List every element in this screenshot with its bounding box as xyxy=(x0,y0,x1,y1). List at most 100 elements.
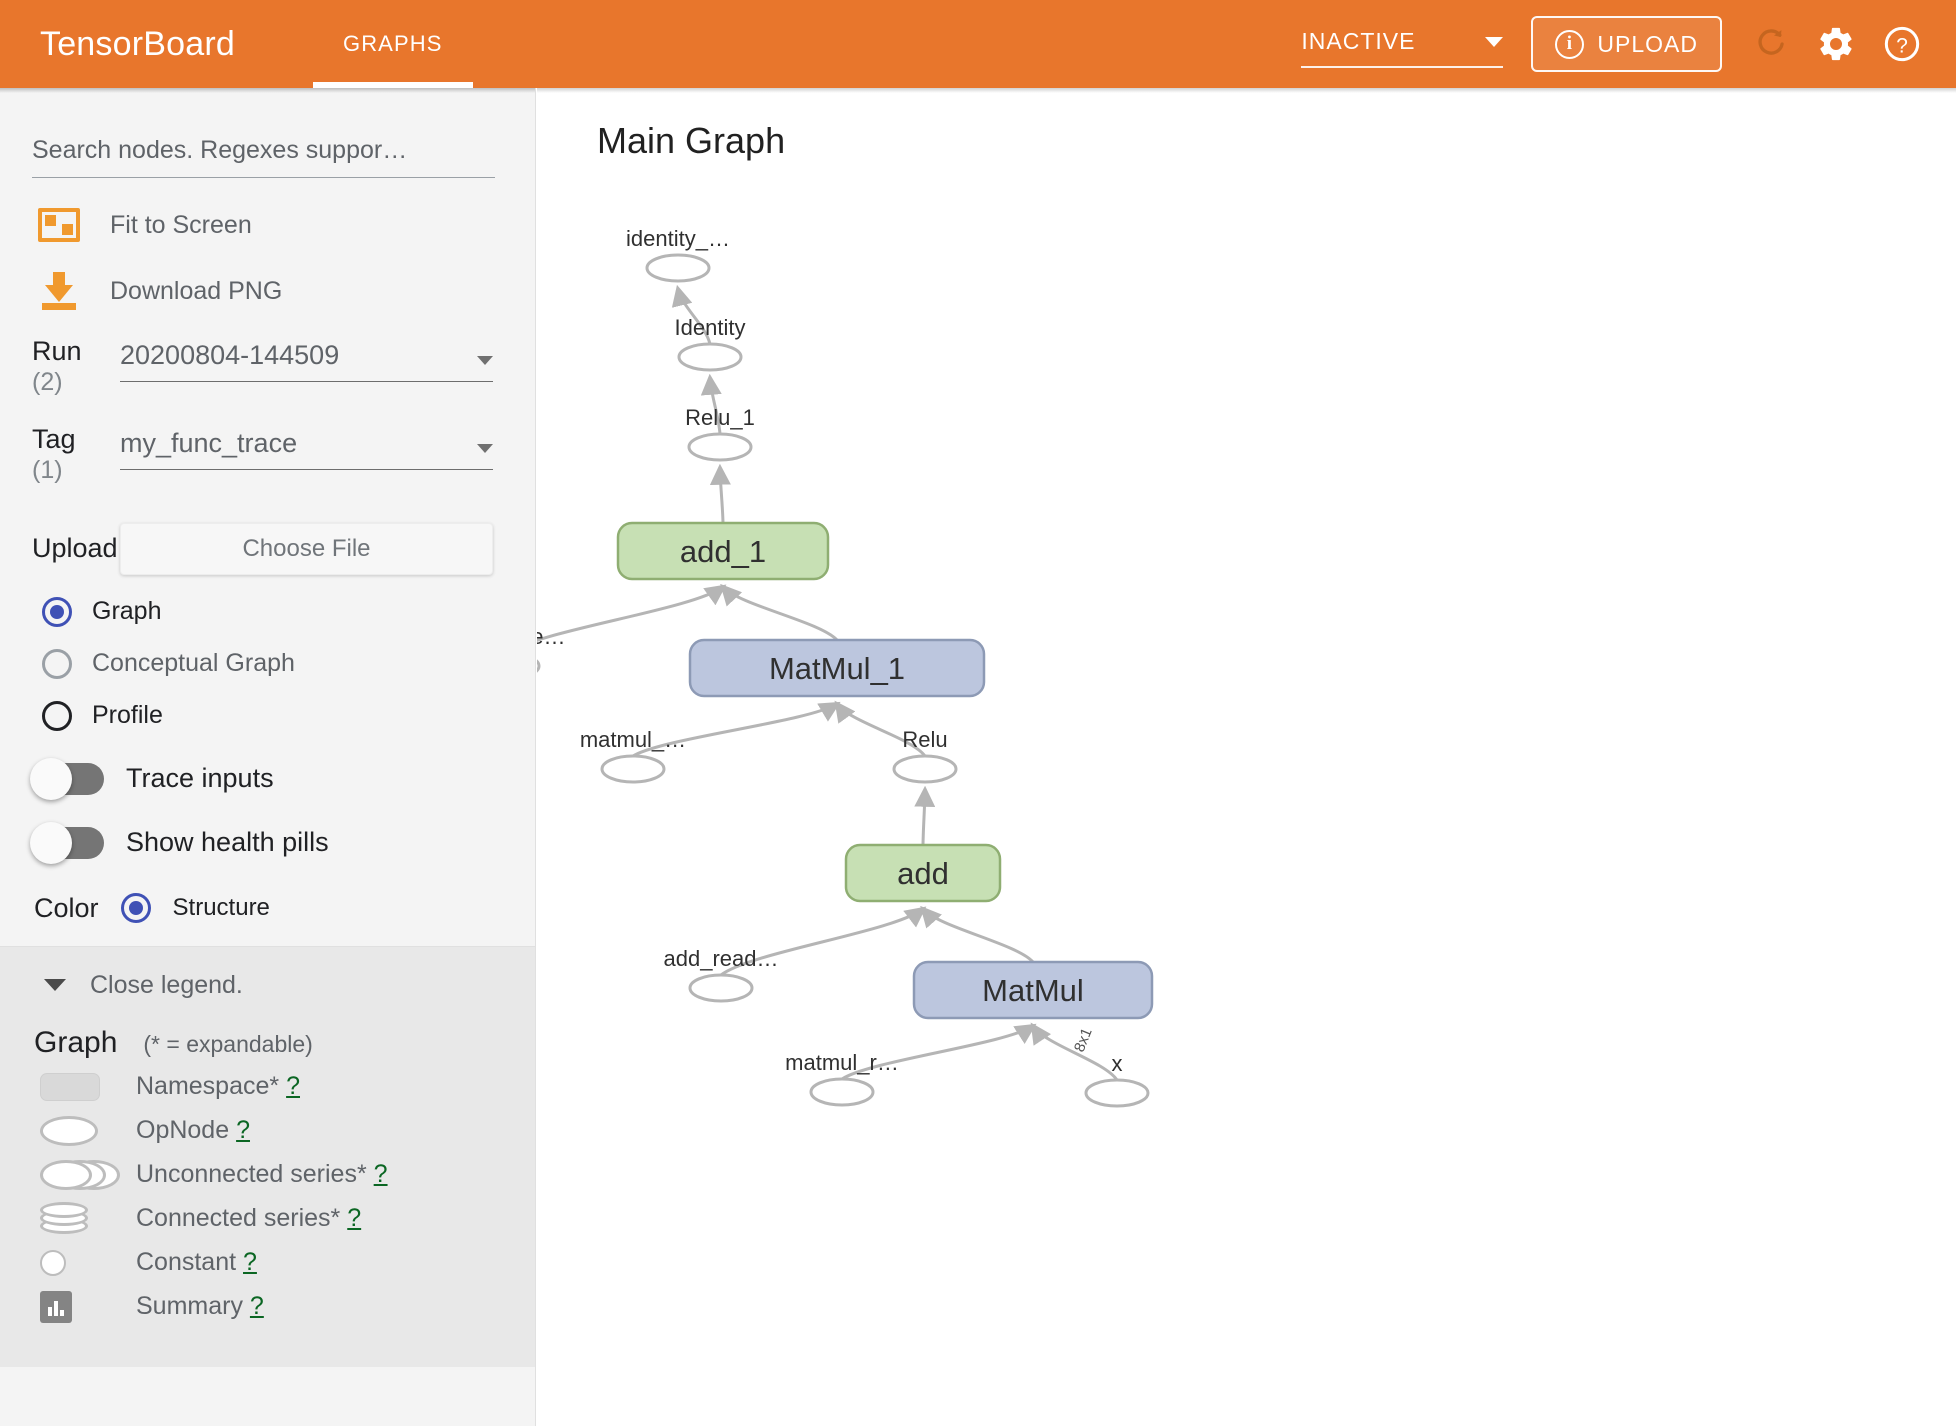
graph-edge xyxy=(709,463,731,524)
node-label: add_read… xyxy=(664,946,779,971)
legend-help-connected-series[interactable]: ? xyxy=(347,1204,362,1233)
graph-node-Relu_1[interactable]: Relu_1 xyxy=(685,405,755,462)
node-label: MatMul_1 xyxy=(769,651,905,686)
fit-to-screen-button[interactable]: Fit to Screen xyxy=(38,208,535,242)
help-icon[interactable]: ? xyxy=(1882,24,1922,64)
graph-node-add_1_re[interactable]: add_1_re… xyxy=(537,624,565,679)
toggle-show-health-pills-switch[interactable] xyxy=(30,821,104,864)
run-label: Run xyxy=(32,336,82,366)
run-dropdown[interactable]: 20200804-144509 xyxy=(120,340,493,382)
node-shape xyxy=(645,253,711,283)
download-png-label: Download PNG xyxy=(110,276,283,305)
gear-icon[interactable] xyxy=(1816,24,1856,64)
toggle-show-health-pills-label: Show health pills xyxy=(126,827,329,858)
tag-field: Tag (1) my_func_trace xyxy=(32,424,535,486)
legend-help-summary[interactable]: ? xyxy=(249,1292,264,1321)
app-brand: TensorBoard xyxy=(40,24,235,63)
legend-help-namespace[interactable]: ? xyxy=(286,1072,300,1101)
download-png-button[interactable]: Download PNG xyxy=(38,272,535,310)
legend-panel: Close legend. Graph (* = expandable) Nam… xyxy=(0,946,535,1367)
graph-node-add[interactable]: add xyxy=(844,843,1002,903)
sidebar-top-shadow xyxy=(0,88,535,93)
summary-icon xyxy=(40,1290,136,1323)
upload-button[interactable]: i UPLOAD xyxy=(1531,16,1722,72)
node-label: add xyxy=(897,856,949,891)
legend-item-constant: Constant ? xyxy=(34,1246,535,1280)
legend-hint: (* = expandable) xyxy=(143,1030,313,1057)
graph-edge xyxy=(834,700,927,757)
status-dropdown[interactable]: INACTIVE xyxy=(1301,28,1504,68)
graph-edge xyxy=(920,905,1035,964)
legend-label-constant: Constant xyxy=(136,1248,237,1277)
sidebar-divider xyxy=(0,945,535,947)
canvas-top-shadow xyxy=(537,88,1956,93)
node-label: Identity xyxy=(675,315,746,340)
radio-graph-icon xyxy=(42,596,72,627)
run-field: Run (2) 20200804-144509 xyxy=(32,336,535,398)
tag-dropdown[interactable]: my_func_trace xyxy=(120,428,493,471)
legend-help-opnode[interactable]: ? xyxy=(236,1116,250,1145)
legend-label-summary: Summary xyxy=(136,1292,243,1321)
opnode-icon xyxy=(40,1115,136,1146)
toggle-trace-inputs-label: Trace inputs xyxy=(126,763,274,794)
node-shape xyxy=(809,1077,875,1107)
fit-to-screen-icon xyxy=(38,208,80,242)
graph-edge xyxy=(720,583,839,642)
graph-edges: 8x1 xyxy=(537,284,1119,1081)
legend-item-summary: Summary ? xyxy=(34,1290,535,1324)
refresh-icon[interactable] xyxy=(1752,25,1790,63)
radio-profile[interactable]: Profile xyxy=(42,700,535,731)
graph-node-add_1[interactable]: add_1 xyxy=(616,521,830,581)
legend-label-connected-series: Connected series* xyxy=(136,1204,341,1233)
graph-edge xyxy=(700,373,722,435)
node-shape xyxy=(677,342,743,372)
graph-node-matmul_[interactable]: matmul_… xyxy=(580,727,686,784)
graph-node-Identity[interactable]: Identity xyxy=(675,315,746,372)
choose-file-button[interactable]: Choose File xyxy=(120,522,493,575)
upload-label: Upload xyxy=(32,533,118,564)
radio-structure-label: Structure xyxy=(172,894,270,922)
legend-header: Graph (* = expandable) xyxy=(34,1026,535,1060)
graph-edge xyxy=(671,284,712,345)
graph-edge xyxy=(841,1023,1037,1081)
legend-item-connected-series: Connected series* ? xyxy=(34,1201,535,1236)
tag-count: (1) xyxy=(32,456,63,485)
graph-node-identity_out[interactable]: identity_… xyxy=(626,226,730,283)
graph-node-Relu[interactable]: Relu xyxy=(892,727,958,784)
info-icon: i xyxy=(1555,29,1585,59)
graph-node-matmul_r[interactable]: matmul_r… xyxy=(785,1050,899,1107)
run-label-block: Run (2) xyxy=(32,336,120,398)
node-shape xyxy=(844,843,1002,903)
legend-label-unconnected-series: Unconnected series* xyxy=(136,1160,367,1189)
radio-conceptual-graph[interactable]: Conceptual Graph xyxy=(42,648,535,679)
radio-structure-icon[interactable] xyxy=(120,893,151,924)
toggle-show-health-pills[interactable]: Show health pills xyxy=(30,821,535,864)
graph-node-MatMul[interactable]: MatMul xyxy=(912,960,1154,1020)
graph-node-add_read[interactable]: add_read… xyxy=(664,946,779,1003)
tab-graphs[interactable]: GRAPHS xyxy=(312,0,473,88)
legend-label-opnode: OpNode xyxy=(136,1116,230,1145)
node-shape xyxy=(892,754,958,784)
legend-help-constant[interactable]: ? xyxy=(243,1248,257,1277)
close-legend-button[interactable]: Close legend. xyxy=(44,971,535,1000)
legend-help-unconnected-series[interactable]: ? xyxy=(373,1160,388,1189)
fit-to-screen-label: Fit to Screen xyxy=(110,210,252,239)
status-dropdown-value: INACTIVE xyxy=(1301,28,1416,54)
node-label: matmul_r… xyxy=(785,1050,899,1075)
unconnected-series-icon xyxy=(40,1159,136,1190)
legend-item-unconnected-series: Unconnected series* ? xyxy=(34,1158,535,1192)
graph-node-x[interactable]: x xyxy=(1084,1051,1150,1108)
radio-profile-icon xyxy=(42,700,72,731)
left-sidebar: Fit to Screen Download PNG Run (2) 20200… xyxy=(0,88,536,1426)
search-input[interactable] xyxy=(32,136,495,178)
toggle-trace-inputs-switch[interactable] xyxy=(30,757,104,800)
node-shape xyxy=(1084,1078,1150,1108)
radio-graph[interactable]: Graph xyxy=(42,596,535,627)
top-bar-icons: ? xyxy=(1752,24,1922,64)
graph-node-MatMul_1[interactable]: MatMul_1 xyxy=(688,638,986,698)
toggle-trace-inputs[interactable]: Trace inputs xyxy=(30,757,535,800)
node-label: Relu xyxy=(902,727,947,752)
